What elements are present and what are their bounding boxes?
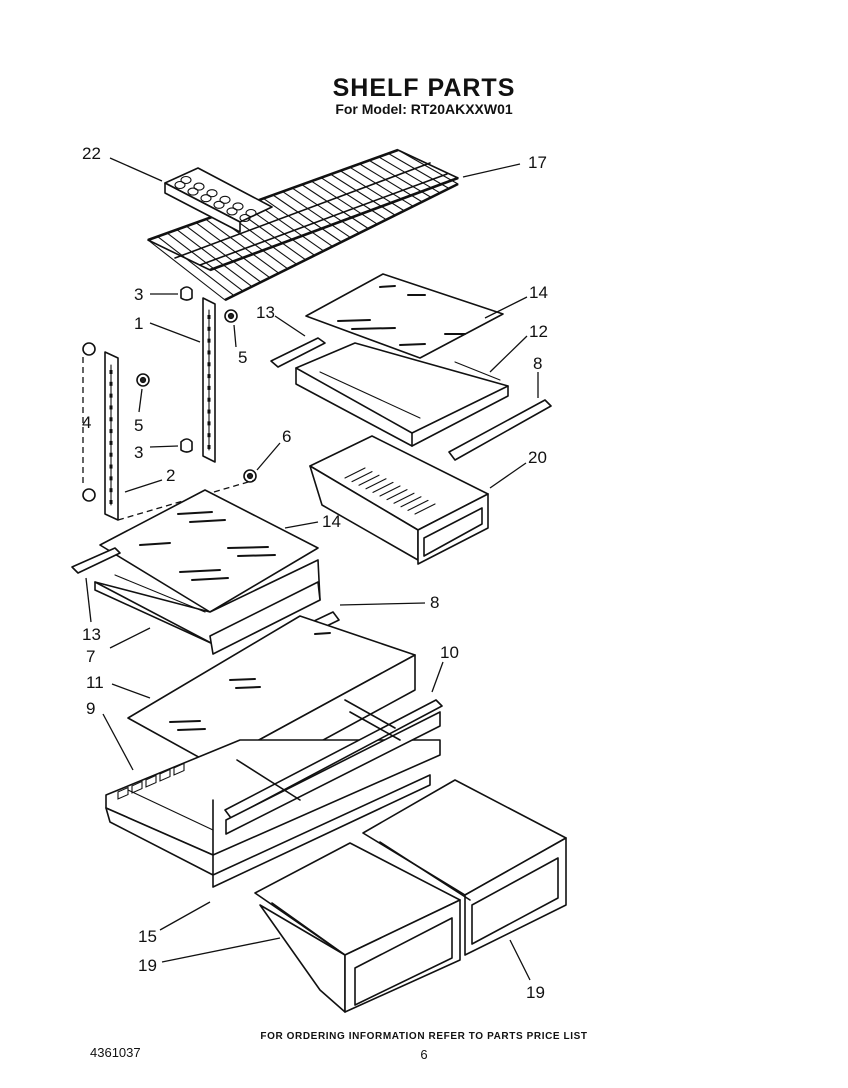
callout-13-upper: 13 [256, 303, 275, 322]
page-title: SHELF PARTS [332, 74, 516, 102]
document-number: 4361037 [90, 1045, 141, 1060]
callout-19-left: 19 [138, 956, 157, 975]
callout-17: 17 [528, 153, 547, 172]
screw-part-6 [243, 469, 257, 483]
callout-3-lower: 3 [134, 443, 143, 462]
rail-cap-part-3-lower [180, 438, 193, 453]
leader-lines [85, 157, 539, 981]
page-number: 6 [420, 1047, 428, 1062]
trim-part-15 [212, 774, 431, 888]
crisper-drawer-part-19-right [362, 779, 567, 956]
meat-pan-part-20 [309, 435, 489, 565]
egg-tray-part-22 [164, 167, 273, 233]
callout-12: 12 [529, 322, 548, 341]
screw-part-5-upper [224, 309, 238, 323]
callout-7: 7 [86, 647, 95, 666]
callout-9: 9 [86, 699, 95, 718]
callout-15: 15 [138, 927, 157, 946]
callout-4: 4 [82, 413, 91, 432]
glass-shelf-part-14-upper [305, 273, 504, 359]
crisper-drawer-part-19-left [254, 842, 461, 1013]
callout-5-upper: 5 [238, 348, 247, 367]
callout-8-upper: 8 [533, 354, 542, 373]
shelf-frame-part-7 [94, 559, 321, 655]
callout-8-lower: 8 [430, 593, 439, 612]
crisper-rail-part-10 [224, 699, 443, 835]
trim-part-13-lower [71, 547, 121, 574]
callout-10: 10 [440, 643, 459, 662]
callout-22: 22 [82, 144, 101, 163]
screw-part-5-lower [136, 373, 150, 387]
callout-5-lower: 5 [134, 416, 143, 435]
trim-part-13-upper [270, 337, 326, 368]
rail-end-part-4 [82, 342, 96, 502]
glass-shelf-part-14-lower [99, 489, 319, 613]
shelf-frame-part-12 [295, 342, 509, 447]
callout-13-lower: 13 [82, 625, 101, 644]
trim-part-8-upper [448, 399, 552, 461]
callout-11: 11 [86, 673, 104, 692]
shelf-rail-part-1 [202, 297, 216, 463]
callout-6: 6 [282, 427, 291, 446]
callout-1: 1 [134, 314, 143, 333]
model-subtitle: For Model: RT20AKXXW01 [335, 101, 513, 117]
callout-14-upper: 14 [529, 283, 548, 302]
ordering-note: FOR ORDERING INFORMATION REFER TO PARTS … [260, 1031, 588, 1042]
rail-cap-part-3-top [180, 286, 193, 301]
callout-14-lower: 14 [322, 512, 341, 531]
callout-3-upper: 3 [134, 285, 143, 304]
callout-19-right: 19 [526, 983, 545, 1002]
wire-shelf-part-17 [147, 148, 459, 302]
callout-2: 2 [166, 466, 175, 485]
shelf-rail-part-2 [104, 351, 119, 521]
callout-20: 20 [528, 448, 547, 467]
